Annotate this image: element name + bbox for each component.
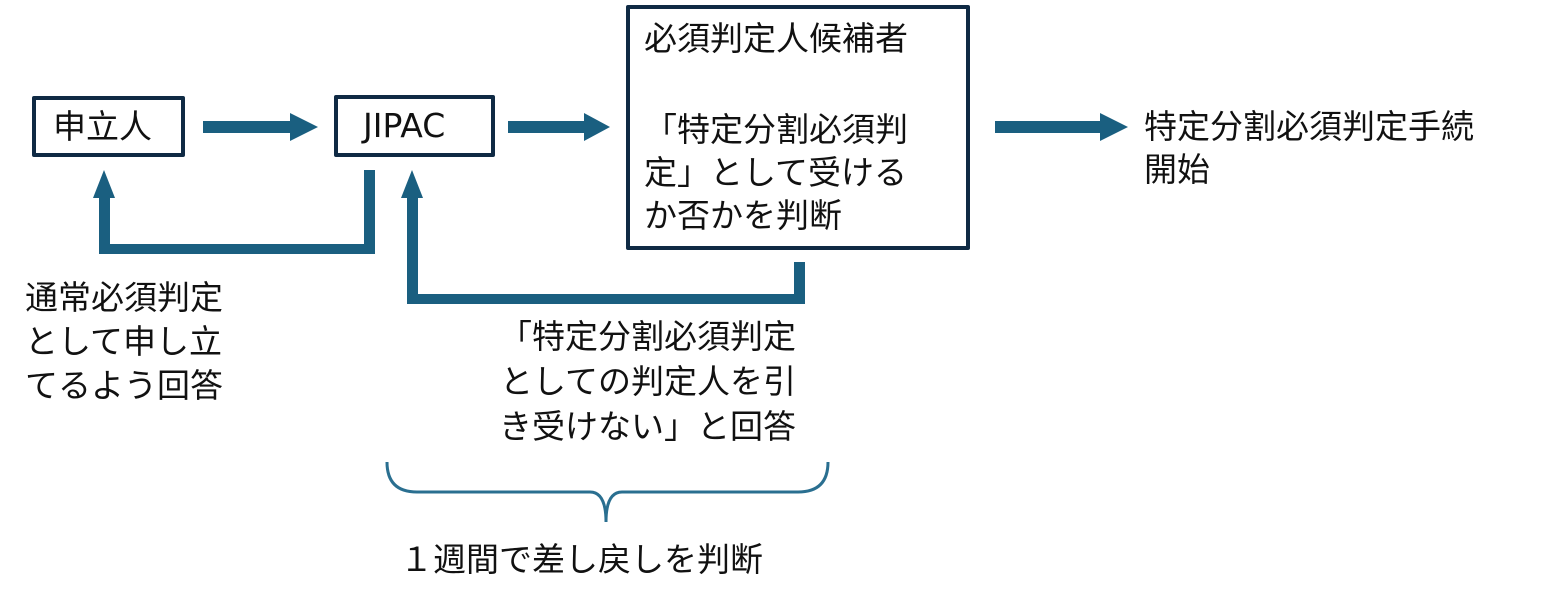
jipac-box: JIPAC [334,95,495,157]
brace [385,461,830,523]
candidate-title: 必須判定人候補者 [644,19,908,58]
arrow-jipac-back-to-applicant [93,170,375,254]
reply-decline-line: 「特定分割必須判定 [499,317,796,356]
reply-decline-line: き受けない」と回答 [499,407,796,446]
arrow-jipac-to-candidate [508,113,610,141]
arrow-candidate-back-to-jipac [401,170,805,304]
result-line: 開始 [1144,150,1210,189]
jipac-label: JIPAC [363,106,446,145]
candidate-box: 必須判定人候補者 「特定分割必須判 定」として受ける か否かを判断 [626,5,970,250]
reply-decline-line: としての判定人を引 [499,362,796,401]
result-line: 特定分割必須判定手続 [1144,107,1474,146]
arrow-candidate-to-result [995,113,1128,141]
applicant-box: 申立人 [32,96,185,157]
candidate-body-line: 定」として受ける [644,153,908,192]
candidate-body-line: か否かを判断 [644,196,842,235]
candidate-body-line: 「特定分割必須判 [644,110,908,149]
timeframe-label: １週間で差し戻しを判断 [400,540,763,579]
arrow-applicant-to-jipac [203,113,318,141]
applicant-label: 申立人 [53,107,152,146]
reply-normal-line: として申し立 [25,322,223,361]
reply-normal-line: てるよう回答 [25,366,223,405]
reply-normal-line: 通常必須判定 [25,278,223,317]
